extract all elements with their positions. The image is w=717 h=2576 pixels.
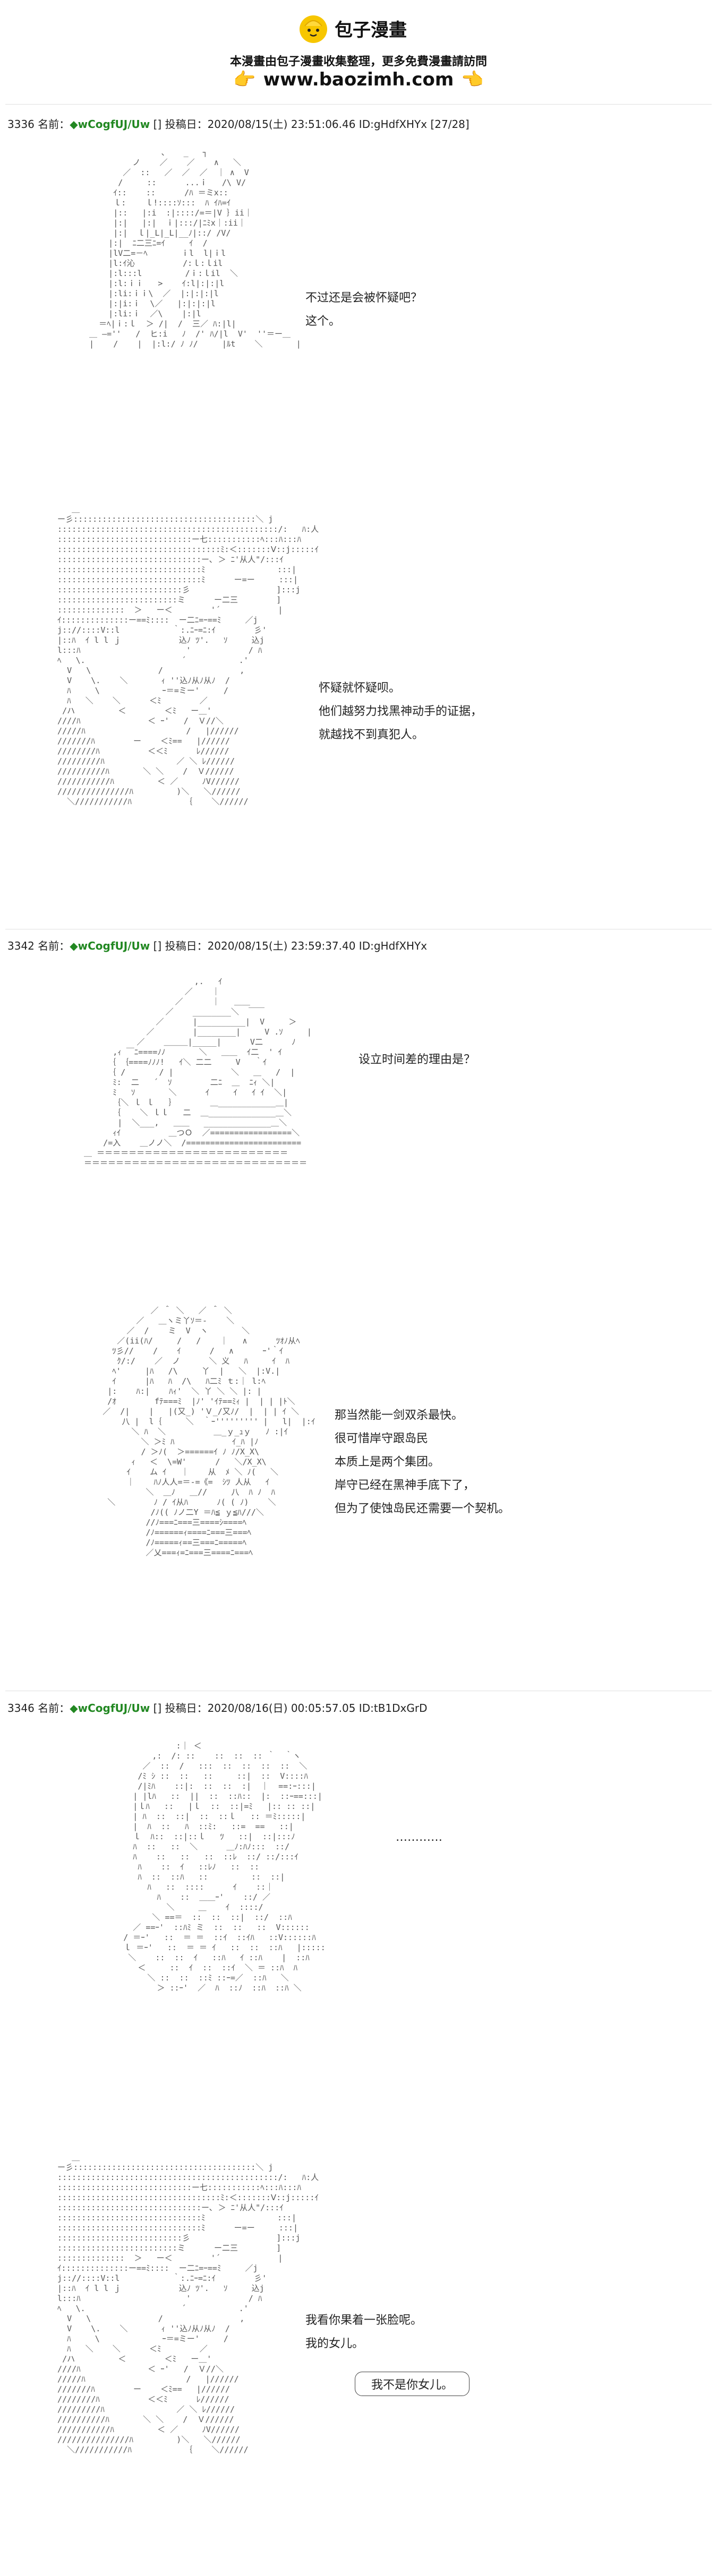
pointing-left-icon: 👈 <box>461 69 484 90</box>
poster-trip: ◆wCogfUJ/Uw <box>70 118 150 131</box>
pointing-right-icon: 👉 <box>233 69 256 90</box>
dialog-line: 岸守已经在黑神手底下了， <box>335 1479 475 1492</box>
ascii-art-figure: :｜ ＜ ,: /: :: :: :: :: ｀ ｀ヽ ／ :: / ::: :… <box>123 1741 326 1993</box>
dialog-line: 那当然能一剑双杀最快。 <box>335 1409 464 1422</box>
post-meta: [] 投稿日：2020/08/15(土) 23:59:37.40 ID:gHdf… <box>153 940 428 952</box>
dialog-line: 但为了使蚀岛民还需要一个契机。 <box>335 1502 510 1515</box>
dialog-block: 那当然能一剑双杀最快。 很可惜岸守跟岛民 本质上是两个集团。 岸守已经在黑神手底… <box>335 1404 510 1521</box>
ascii-art-figure: ＿ ー彡::::::::::::::::::::::::::::::::::::… <box>57 504 319 806</box>
dialog-line: 不过还是会被怀疑吧？ <box>305 291 423 305</box>
dialog-line: ………… <box>396 1831 442 1844</box>
logo-text: 包子漫畫 <box>335 19 407 41</box>
site-url-link[interactable]: www.baozimh.com <box>263 69 454 90</box>
poster-trip: ◆wCogfUJ/Uw <box>70 940 150 952</box>
post-number: 3336 名前： <box>7 118 70 131</box>
ascii-art-figure: ＿ ー彡::::::::::::::::::::::::::::::::::::… <box>57 2152 319 2454</box>
divider <box>5 104 712 105</box>
dialog-line: 我的女儿。 <box>305 2337 364 2350</box>
poster-trip: ◆wCogfUJ/Uw <box>70 1702 150 1715</box>
ascii-art-figure: ／ ＾ ＼ ／ ＾ ＼ ／ ＿ヽミ丫ｿ＝- ＼ ／ / ミ V ヽ ＼ ／(ii… <box>103 1306 315 1557</box>
post-header: 3336 名前：◆wCogfUJ/Uw [] 投稿日：2020/08/15(土)… <box>7 116 470 131</box>
post-number: 3346 名前： <box>7 1702 70 1715</box>
post-meta: [] 投稿日：2020/08/15(土) 23:51:06.46 ID:gHdf… <box>153 118 470 131</box>
tagline: 本漫畫由包子漫畫收集整理，更多免費漫畫請訪問 <box>229 55 487 68</box>
site-header: 包子漫畫 本漫畫由包子漫畫收集整理，更多免費漫畫請訪問 👉 www.baozim… <box>0 0 717 106</box>
dialog-block: 怀疑就怀疑呗。 他们越努力找黑神动手的证据， 就越找不到真犯人。 <box>319 677 482 747</box>
dialog-line: 怀疑就怀疑呗。 <box>319 682 401 695</box>
dialog-line: 我看你果着一张脸呢。 <box>305 2314 423 2327</box>
post-header: 3346 名前：◆wCogfUJ/Uw [] 投稿日：2020/08/16(日)… <box>7 1700 428 1715</box>
dialog-line: 就越找不到真犯人。 <box>319 728 424 742</box>
speech-bubble: 我不是你女儿。 <box>355 2372 470 2396</box>
post-meta: [] 投稿日：2020/08/16(日) 00:05:57.05 ID:tB1D… <box>153 1702 428 1715</box>
dialog-block: 不过还是会被怀疑吧？ 这个。 <box>305 287 422 333</box>
dialog-block: 设立时间差的理由是？ <box>358 1048 475 1072</box>
dialog-line: 这个。 <box>305 315 341 328</box>
dialog-line: 他们越努力找黑神动手的证据， <box>319 705 483 718</box>
site-link-row: 👉 www.baozimh.com 👈 <box>0 69 717 90</box>
ascii-art-figure: 、 _ ┐ ノ ／ ／ ∧ ＼ ／ :: ／ ／ ／ ｜ ∧ V / :: ..… <box>89 148 301 349</box>
dialog-line: 设立时间差的理由是？ <box>358 1053 476 1066</box>
dialog-line: 本质上是两个集团。 <box>335 1455 440 1469</box>
dialog-block: ………… <box>396 1826 442 1849</box>
logo[interactable]: 包子漫畫 <box>297 10 407 47</box>
bun-logo-icon <box>300 15 327 43</box>
ascii-art-figure: ,. ｲ ／ ｜ ／ ｜ ＿＿ ／ ________＼ ￣￣ ／ |______… <box>84 977 312 1168</box>
post-number: 3342 名前： <box>7 940 70 952</box>
post-header: 3342 名前：◆wCogfUJ/Uw [] 投稿日：2020/08/15(土)… <box>7 937 427 953</box>
dialog-line: 很可惜岸守跟岛民 <box>335 1432 429 1445</box>
dialog-block: 我看你果着一张脸呢。 我的女儿。 <box>305 2309 422 2356</box>
